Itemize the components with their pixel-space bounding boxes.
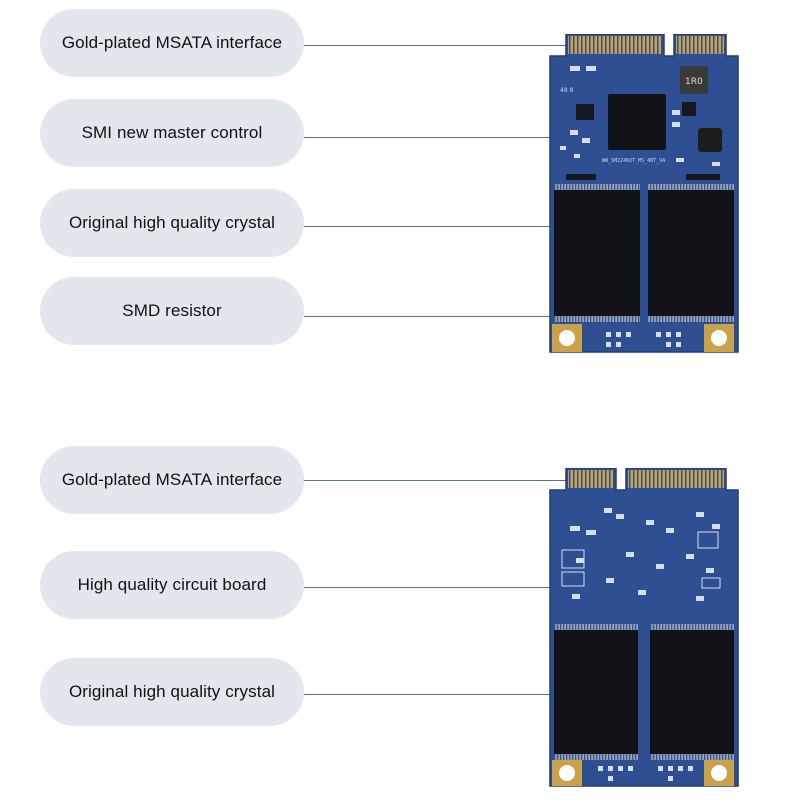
- callout-label: SMD resistor: [122, 301, 222, 320]
- inductor-marking: 1R0: [685, 77, 703, 87]
- callout-gold-plated-interface: Gold-plated MSATA interface: [40, 9, 304, 77]
- callout-high-quality-crystal: Original high quality crystal: [40, 189, 304, 257]
- callout-label: Original high quality crystal: [68, 213, 276, 232]
- msata-ssd-back-image: [549, 468, 739, 787]
- leader-line: [304, 587, 640, 588]
- callout-label: High quality circuit board: [77, 575, 267, 594]
- callout-high-quality-crystal: Original high quality crystal: [40, 658, 304, 726]
- leader-line: [304, 694, 586, 695]
- controller-marking: WW_SM2246XT_MS_4BT_VA: [602, 158, 665, 164]
- leader-line: [304, 480, 578, 481]
- callout-label: Gold-plated MSATA interface: [61, 470, 283, 489]
- callout-label: SMI new master control: [81, 123, 263, 142]
- leader-line: [304, 226, 586, 227]
- callout-smd-resistor: SMD resistor: [40, 277, 304, 345]
- aux-marking: 48 8: [560, 87, 574, 94]
- leader-line: [304, 45, 566, 46]
- callout-label: Original high quality crystal: [68, 682, 276, 701]
- leader-line: [304, 316, 716, 317]
- callout-gold-plated-interface: Gold-plated MSATA interface: [40, 446, 304, 514]
- callout-label: Gold-plated MSATA interface: [61, 33, 283, 52]
- msata-ssd-front-image: WW_SM2246XT_MS_4BT_VA 1R0 48 8: [549, 34, 739, 353]
- leader-line: [304, 137, 636, 138]
- callout-smi-master-control: SMI new master control: [40, 99, 304, 167]
- callout-circuit-board: High quality circuit board: [40, 551, 304, 619]
